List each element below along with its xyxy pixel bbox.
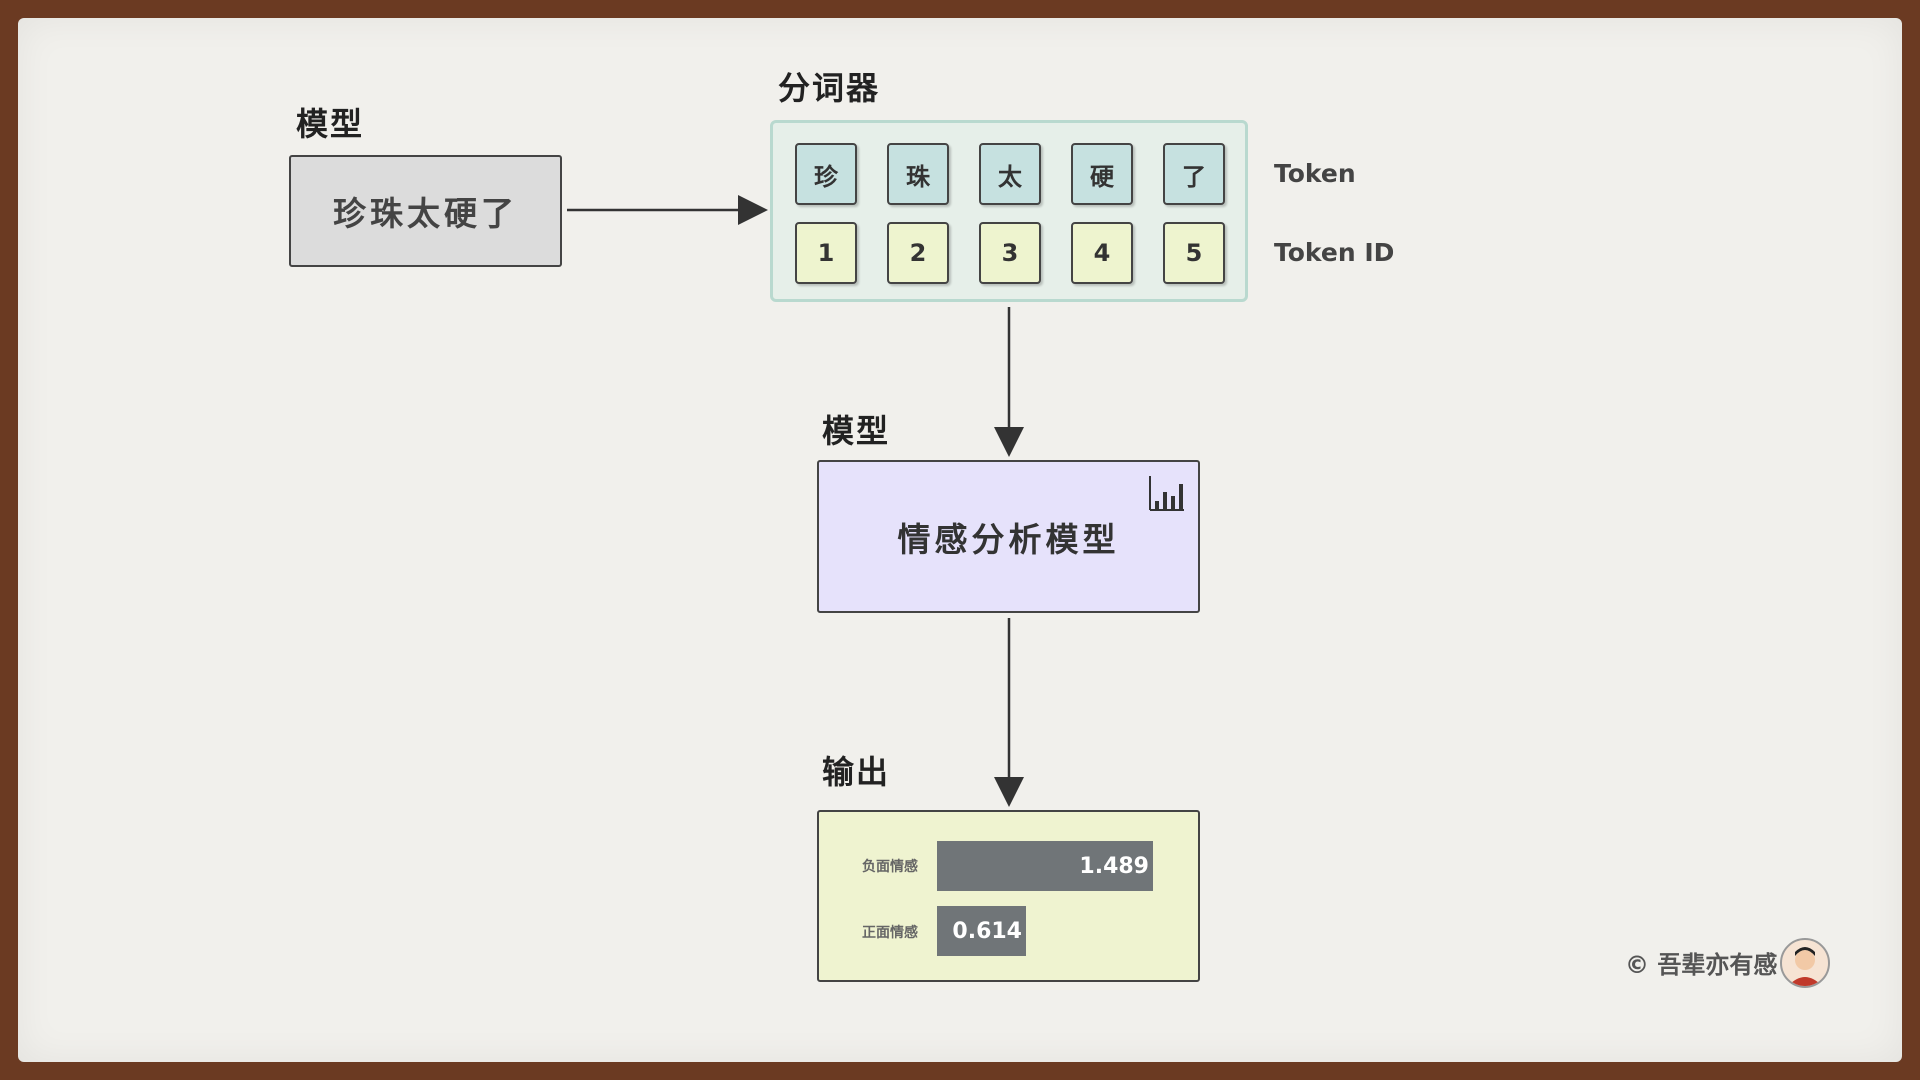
bar-value-negative: 1.489 bbox=[1079, 853, 1149, 879]
token-chip: 了 bbox=[1163, 143, 1225, 205]
token-id-chip: 4 bbox=[1071, 222, 1133, 284]
token-id-chip: 5 bbox=[1163, 222, 1225, 284]
author-avatar bbox=[1780, 938, 1830, 988]
bar-negative: 1.489 bbox=[937, 841, 1153, 891]
token-chip: 太 bbox=[979, 143, 1041, 205]
model-title: 模型 bbox=[822, 412, 891, 450]
model-text: 情感分析模型 bbox=[897, 519, 1120, 559]
bar-positive: 0.614 bbox=[937, 906, 1026, 956]
tokenizer-panel: 珍 珠 太 硬 了 1 2 3 4 5 bbox=[770, 120, 1248, 302]
token-id-chip: 3 bbox=[979, 222, 1041, 284]
output-title: 输出 bbox=[822, 753, 891, 791]
sentiment-model-box: 情感分析模型 bbox=[817, 460, 1200, 613]
tokenizer-title: 分词器 bbox=[778, 69, 881, 107]
token-chip: 珠 bbox=[887, 143, 949, 205]
input-title: 模型 bbox=[296, 105, 365, 143]
bar-label-positive: 正面情感 bbox=[862, 925, 918, 941]
token-id-row-label: Token ID bbox=[1274, 238, 1395, 267]
token-chip: 珍 bbox=[795, 143, 857, 205]
token-row-label: Token bbox=[1274, 159, 1356, 188]
bar-value-positive: 0.614 bbox=[952, 918, 1022, 944]
token-chip: 硬 bbox=[1071, 143, 1133, 205]
output-panel: 负面情感 1.489 正面情感 0.614 bbox=[817, 810, 1200, 982]
bar-label-negative: 负面情感 bbox=[862, 859, 918, 875]
token-id-chip: 1 bbox=[795, 222, 857, 284]
input-text-box: 珍珠太硬了 bbox=[289, 155, 562, 267]
copyright: © 吾辈亦有感 bbox=[1625, 951, 1778, 979]
bar-chart-icon bbox=[1149, 476, 1184, 511]
token-id-chip: 2 bbox=[887, 222, 949, 284]
